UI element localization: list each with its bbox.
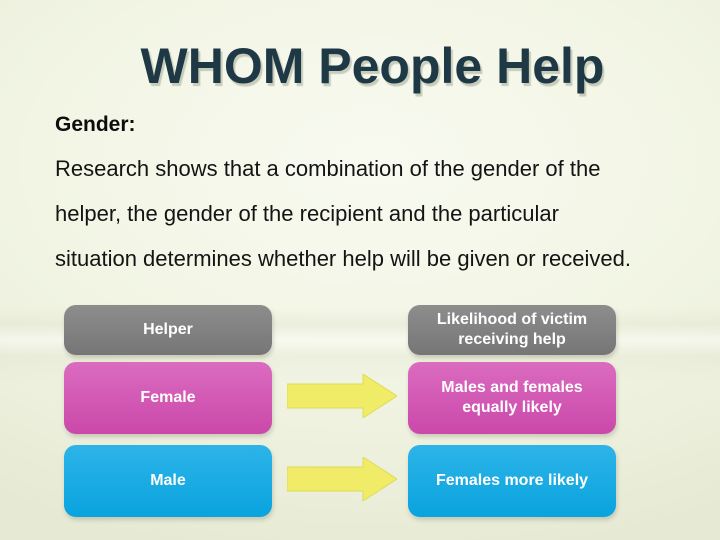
- body-paragraph: Research shows that a combination of the…: [55, 146, 695, 281]
- paragraph-line: helper, the gender of the recipient and …: [55, 201, 559, 226]
- table-header-likelihood: Likelihood of victim receiving help: [408, 305, 616, 355]
- slide-title: WHOM People Help: [140, 38, 605, 94]
- paragraph-line: situation determines whether help will b…: [55, 246, 631, 271]
- right-arrow-icon: [287, 457, 397, 501]
- table-cell-likelihood-male: Females more likely: [408, 445, 616, 517]
- table-header-helper: Helper: [64, 305, 272, 355]
- table-cell-likelihood-female: Males and females equally likely: [408, 362, 616, 434]
- paragraph-line: Research shows that a combination of the…: [55, 156, 601, 181]
- table-cell-helper-male: Male: [64, 445, 272, 517]
- right-arrow-icon: [287, 374, 397, 418]
- section-heading: Gender:: [55, 113, 136, 136]
- table-cell-helper-female: Female: [64, 362, 272, 434]
